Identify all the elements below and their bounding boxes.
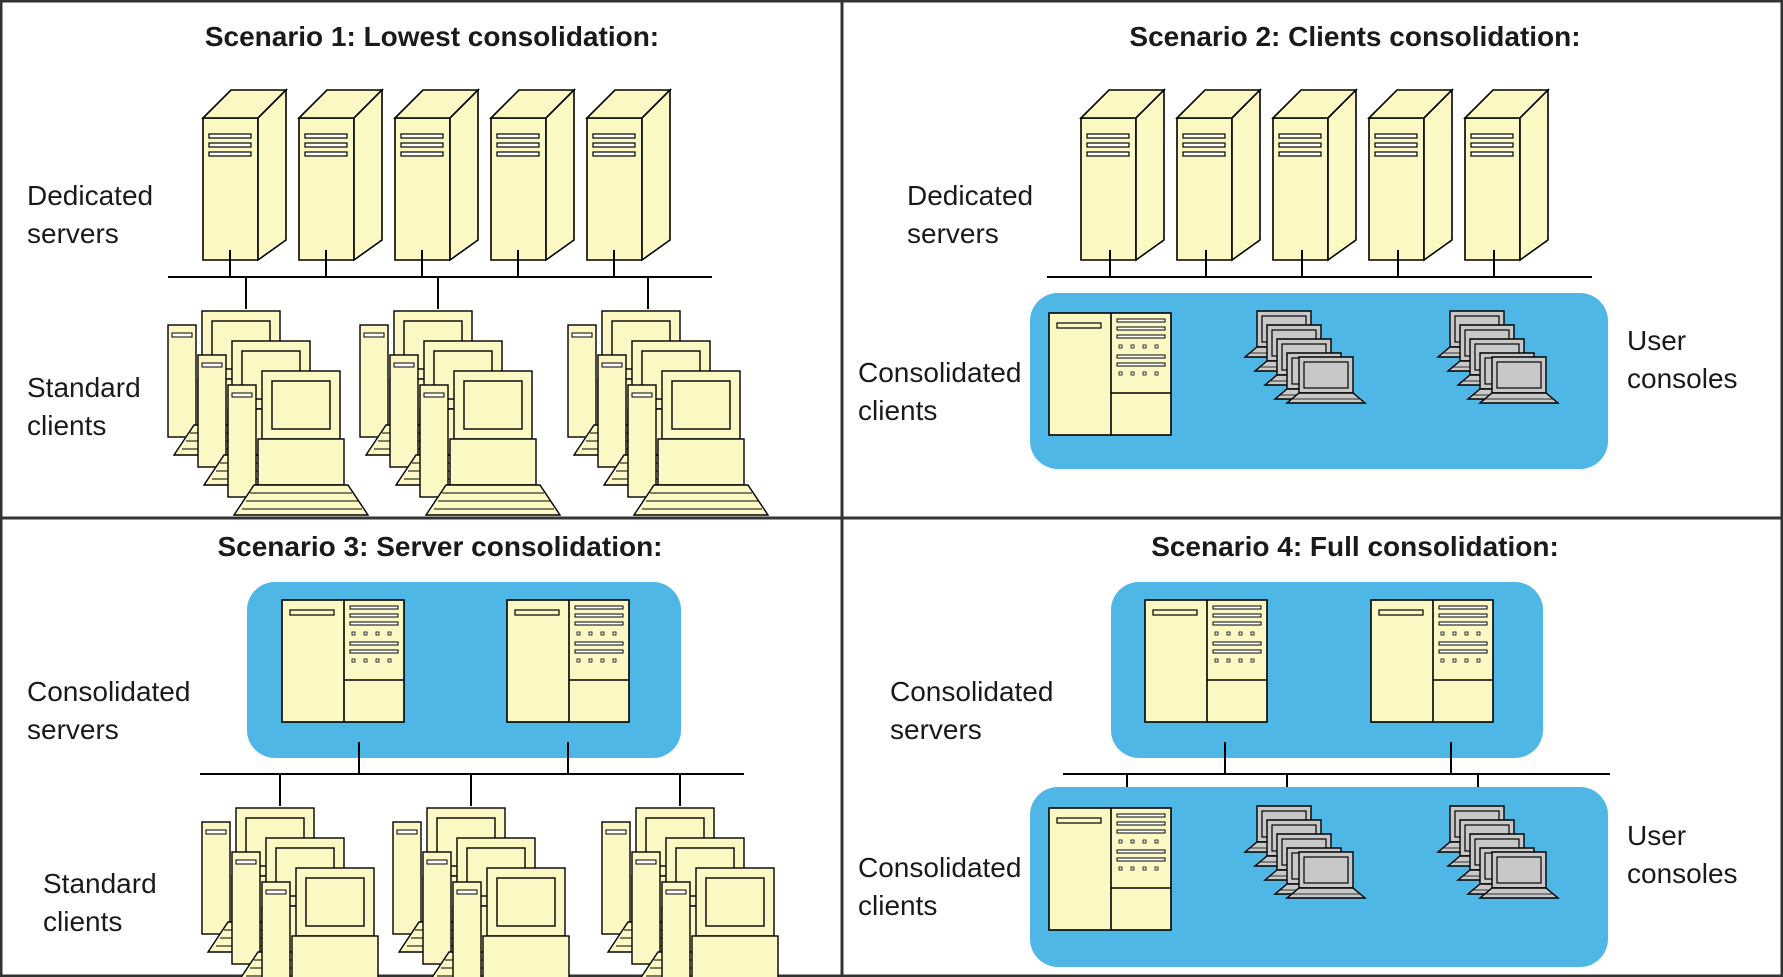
- rack-server-icon: [1048, 807, 1172, 931]
- scenario-4-consoles-label-line1: User: [1627, 820, 1686, 851]
- desktop-client-stack-icon: [602, 808, 802, 977]
- scenario-4-servers-label-line2: servers: [890, 714, 982, 745]
- scenario-3-title: Scenario 3: Server consolidation:: [217, 531, 662, 562]
- tower-server-icon: [298, 89, 383, 261]
- scenario-1-title: Scenario 1: Lowest consolidation:: [205, 21, 659, 52]
- scenario-1-standard-clients: [168, 311, 768, 515]
- scenario-4-clients-label-line1: Consolidated: [858, 852, 1021, 883]
- scenario-2-servers-label-line1: Dedicated: [907, 180, 1033, 211]
- scenario-3-panel: Scenario 3: Server consolidation: Consol…: [27, 531, 802, 977]
- scenario-1-clients-label-line1: Standard: [27, 372, 141, 403]
- scenario-2-dedicated-servers: [1080, 89, 1549, 261]
- rack-server-icon: [281, 599, 405, 723]
- scenario-2-panel: Scenario 2: Clients consolidation: Dedic…: [858, 21, 1738, 469]
- rack-server-icon: [1370, 599, 1494, 723]
- tower-server-icon: [586, 89, 671, 261]
- scenario-1-network-bus: [168, 250, 712, 309]
- scenario-3-standard-clients: [202, 808, 802, 977]
- scenario-4-clients-label-line2: clients: [858, 890, 937, 921]
- scenario-2-consoles-label-line1: User: [1627, 325, 1686, 356]
- scenario-3-servers-label-line2: servers: [27, 714, 119, 745]
- tower-server-icon: [1368, 89, 1453, 261]
- scenario-3-network-bus: [200, 742, 744, 806]
- tower-server-icon: [490, 89, 575, 261]
- tower-server-icon: [1080, 89, 1165, 261]
- tower-server-icon: [394, 89, 479, 261]
- scenario-4-servers-label-line1: Consolidated: [890, 676, 1053, 707]
- tower-server-icon: [1464, 89, 1549, 261]
- scenario-1-panel: Scenario 1: Lowest consolidation: Dedica…: [27, 21, 768, 515]
- scenario-3-clients-label-line2: clients: [43, 906, 122, 937]
- rack-server-icon: [1144, 599, 1268, 723]
- scenario-4-panel: Scenario 4: Full consolidation: Consolid…: [858, 531, 1738, 967]
- desktop-client-stack-icon: [393, 808, 593, 977]
- rack-server-icon: [1048, 312, 1172, 436]
- desktop-client-stack-icon: [360, 311, 560, 515]
- scenario-3-clients-label-line1: Standard: [43, 868, 157, 899]
- tower-server-icon: [202, 89, 287, 261]
- scenario-1-dedicated-servers: [202, 89, 671, 261]
- scenario-2-consoles-label-line2: consoles: [1627, 363, 1738, 394]
- scenario-4-consoles-label-line2: consoles: [1627, 858, 1738, 889]
- desktop-client-stack-icon: [202, 808, 402, 977]
- scenario-2-servers-label-line2: servers: [907, 218, 999, 249]
- scenario-1-clients-label-line2: clients: [27, 410, 106, 441]
- desktop-client-stack-icon: [568, 311, 768, 515]
- scenario-2-clients-label-line2: clients: [858, 395, 937, 426]
- scenario-1-servers-label-line1: Dedicated: [27, 180, 153, 211]
- desktop-client-stack-icon: [168, 311, 368, 515]
- scenario-4-title: Scenario 4: Full consolidation:: [1151, 531, 1559, 562]
- rack-server-icon: [506, 599, 630, 723]
- scenario-1-servers-label-line2: servers: [27, 218, 119, 249]
- scenario-2-clients-label-line1: Consolidated: [858, 357, 1021, 388]
- tower-server-icon: [1272, 89, 1357, 261]
- scenario-2-title: Scenario 2: Clients consolidation:: [1129, 21, 1580, 52]
- tower-server-icon: [1176, 89, 1261, 261]
- scenario-2-network-bus: [1047, 250, 1592, 278]
- scenario-3-servers-label-line1: Consolidated: [27, 676, 190, 707]
